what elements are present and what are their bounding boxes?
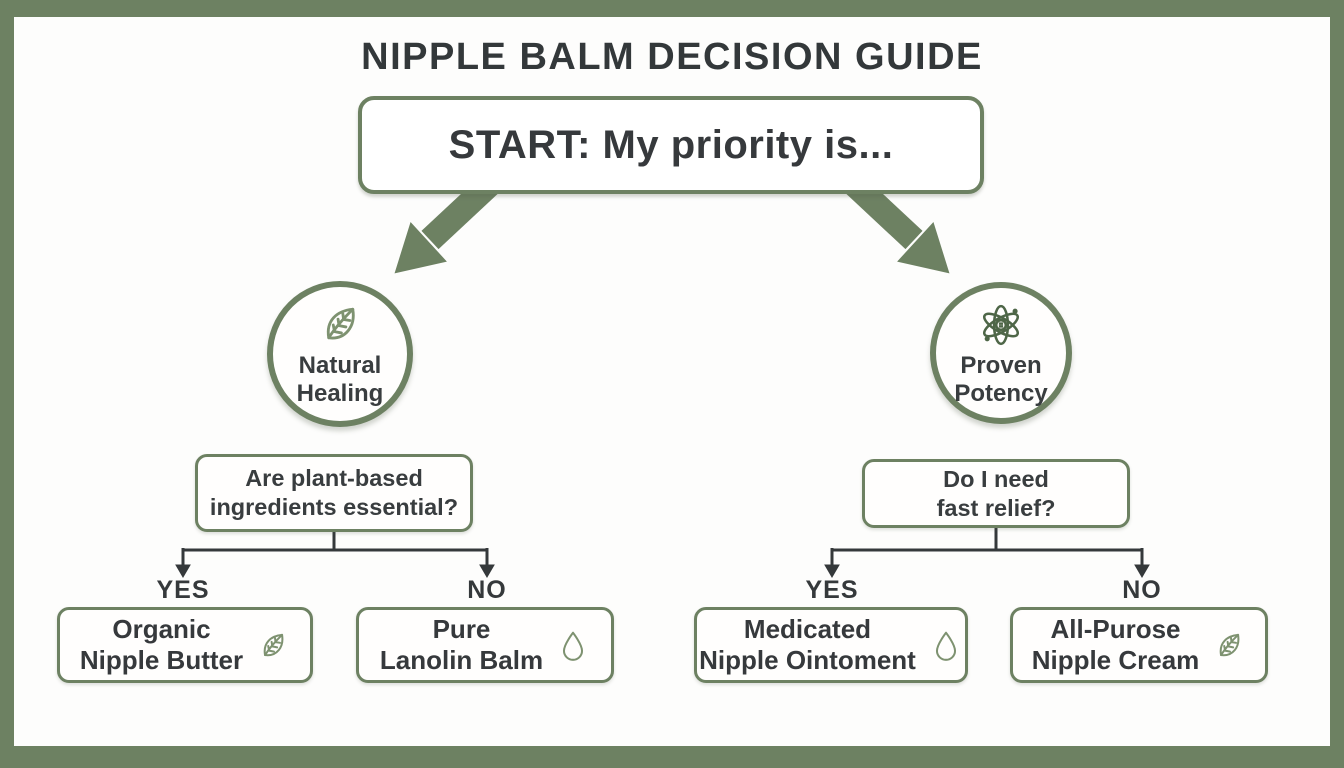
outcome-text: Organic Nipple Butter	[80, 614, 243, 676]
atom-icon	[977, 301, 1025, 349]
no-label-left: NO	[467, 576, 507, 604]
question-line2: ingredients essential?	[209, 494, 459, 520]
outcome-text: Pure Lanolin Balm	[380, 614, 543, 676]
circle-label: Proven Potency	[954, 352, 1047, 409]
question-box-fast-relief: Do I need fast relief?	[862, 459, 1130, 528]
droplet-icon	[556, 629, 590, 663]
circle-label-line2: Potency	[954, 380, 1048, 408]
outcome-box-medicated-nipple-ointment: Medicated Nipple Ointoment	[694, 607, 968, 683]
question-box-plant-based: Are plant-based ingredients essential?	[195, 454, 473, 532]
circle-label-line1: Natural	[298, 352, 382, 379]
droplet-icon	[929, 629, 963, 663]
question-line1: Do I need	[943, 465, 1049, 492]
start-box: START: My priority is...	[358, 96, 984, 194]
start-label: START: My priority is...	[448, 122, 894, 167]
outcome-box-pure-lanolin-balm: Pure Lanolin Balm	[356, 607, 614, 683]
priority-circle-proven-potency: Proven Potency	[930, 282, 1072, 424]
yes-label-right: YES	[805, 576, 859, 604]
circle-label-line2: Healing	[296, 380, 384, 408]
outcome-text: All-Purose Nipple Cream	[1032, 614, 1200, 676]
leaf-icon	[1212, 629, 1246, 663]
outcome-line2: Nipple Cream	[1031, 645, 1200, 675]
outcome-box-organic-nipple-butter: Organic Nipple Butter	[57, 607, 313, 683]
circle-label: Natural Healing	[297, 352, 384, 409]
outcome-line2: Lanolin Balm	[379, 645, 544, 675]
outcome-line2: Nipple Butter	[79, 645, 244, 675]
priority-circle-natural-healing: Natural Healing	[267, 281, 413, 427]
outcome-line2: Nipple Ointoment	[699, 645, 916, 675]
leaf-icon	[316, 301, 364, 349]
question-line2: fast relief?	[936, 494, 1056, 521]
page-title: NIPPLE BALM DECISION GUIDE	[361, 36, 983, 78]
outcome-line1: Pure	[432, 613, 491, 644]
outcome-box-all-purpose-nipple-cream: All-Purose Nipple Cream	[1010, 607, 1268, 683]
yes-label-left: YES	[156, 576, 210, 604]
leaf-icon	[256, 629, 290, 663]
question-line1: Are plant-based	[245, 465, 423, 492]
no-label-right: NO	[1122, 576, 1162, 604]
outcome-line1: Organic	[112, 613, 211, 644]
outcome-line1: All-Purose	[1050, 613, 1181, 644]
outcome-line1: Medicated	[743, 613, 872, 644]
outcome-text: Medicated Nipple Ointoment	[699, 614, 916, 676]
circle-label-line1: Proven	[960, 352, 1042, 379]
